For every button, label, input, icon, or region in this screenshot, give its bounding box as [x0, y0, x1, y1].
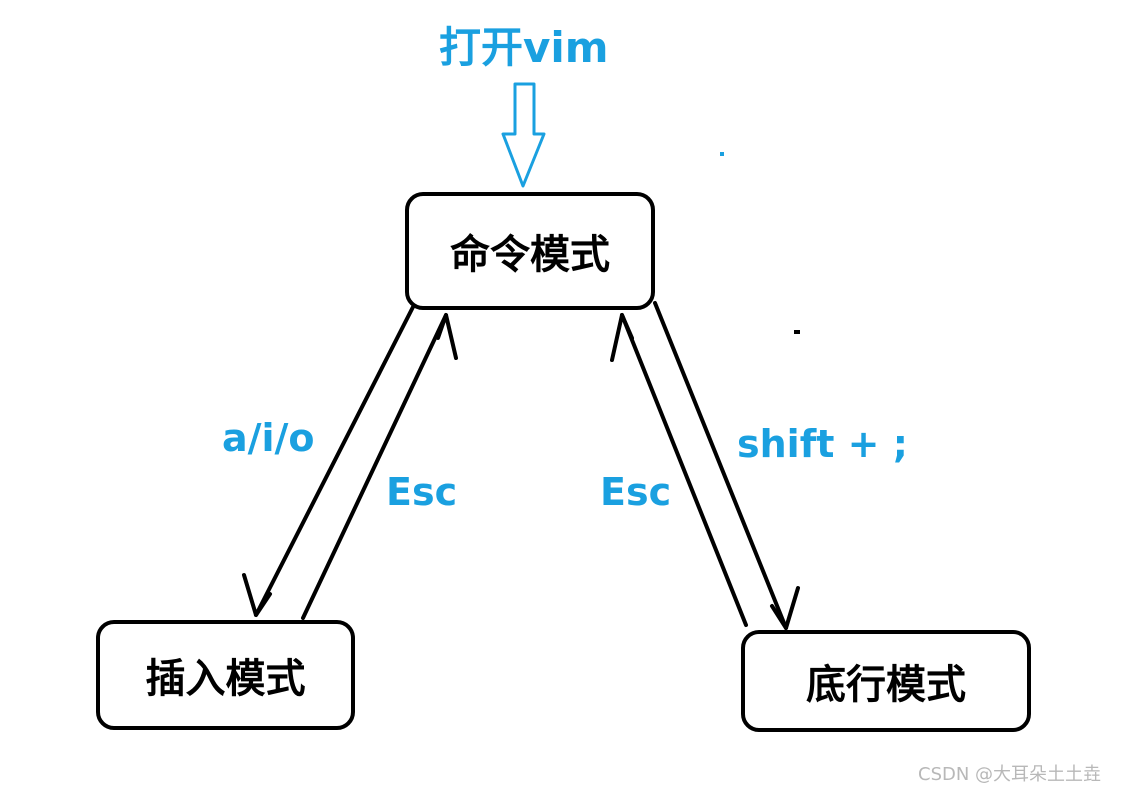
edge-label-to-lastline: shift + ; [737, 422, 908, 466]
command-mode-node: 命令模式 [405, 192, 655, 310]
watermark: CSDN @大耳朵土土垚 [918, 764, 1102, 785]
arrowhead-command-right-icon [610, 313, 634, 362]
arrowhead-insert-icon [242, 573, 272, 617]
speck-dot [794, 330, 800, 334]
arrow-command-to-insert [254, 303, 416, 617]
edge-label-to-insert: a/i/o [222, 416, 315, 460]
edge-label-lastline-esc: Esc [600, 470, 672, 514]
arrowhead-lastline-icon [770, 586, 800, 630]
insert-mode-node: 插入模式 [96, 620, 355, 730]
lastline-mode-node: 底行模式 [741, 630, 1031, 732]
arrow-insert-to-command [301, 313, 448, 620]
speck-dot [720, 152, 724, 156]
arrow-command-to-lastline [653, 301, 788, 630]
edge-label-insert-esc: Esc [386, 470, 458, 514]
arrowhead-command-left-icon [436, 313, 458, 360]
start-label: 打开vim [439, 23, 609, 72]
hollow-down-arrow-icon [501, 82, 546, 188]
arrow-lastline-to-command [620, 313, 748, 627]
